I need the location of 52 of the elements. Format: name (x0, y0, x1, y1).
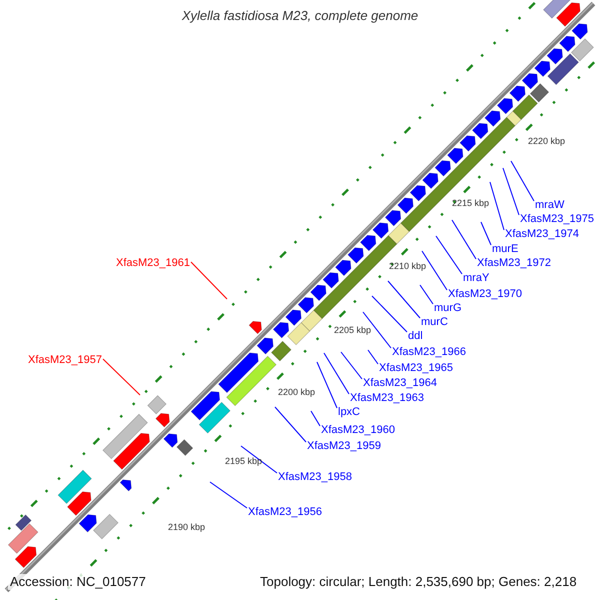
scale-label: 2190 kbp (168, 522, 206, 532)
leader-line (210, 482, 248, 508)
gene-label: XfasM23_1964 (363, 376, 437, 390)
leader-line (422, 250, 448, 290)
gene-label: XfasM23_1959 (307, 440, 381, 452)
gene-label: murG (434, 302, 462, 314)
scale-label: 2195 kbp (225, 456, 262, 466)
info-text: Accession: NC_010577 (8, 574, 148, 590)
leader-line (324, 352, 350, 394)
gene-label: XfasM23_1963 (350, 392, 424, 404)
gene-label: mraW (535, 198, 564, 212)
gene-label: XfasM23_1974 (505, 228, 579, 240)
leader-line (190, 262, 228, 300)
leader-line (310, 410, 320, 426)
title: Xylella fastidiosa M23, complete genome (180, 8, 420, 23)
gene-label: XfasM23_1956 (248, 506, 322, 518)
scale-label: 2220 kbp (528, 136, 566, 146)
gene-label: XfasM23_1972 (477, 256, 551, 270)
gene-label: mraY (463, 272, 490, 284)
scale-label: 2215 kbp (452, 198, 490, 208)
leader-line (102, 358, 140, 396)
gene-label: XfasM23_1965 (379, 362, 453, 374)
gene-label: XfasM23_1975 (520, 212, 594, 226)
leader-line (362, 312, 392, 348)
leader-line (240, 446, 278, 474)
leader-line (340, 352, 362, 380)
leader-line (436, 236, 462, 274)
gene-label: murE (492, 242, 518, 256)
gene-label: XfasM23_1970 (448, 288, 522, 300)
leader-line (480, 222, 492, 246)
leader-line (368, 350, 378, 364)
leader-line (502, 168, 520, 216)
leader-line (388, 280, 420, 318)
leader-line (452, 220, 476, 260)
scale-label: 2200 kbp (278, 386, 316, 398)
gene-label: lpxC (338, 406, 360, 418)
leader-line (316, 362, 338, 408)
gene-label: XfasM23_1958 (278, 470, 352, 484)
gene-label: XfasM23_1960 (321, 424, 395, 436)
scale-label: 2205 kbp (334, 324, 372, 336)
info-text: Topology: circular; Length: 2,535,690 bp; Genes: 2,218 (258, 574, 579, 590)
leader-line (420, 284, 434, 304)
leader-line (372, 296, 408, 332)
gene-label: XfasM23_1966 (392, 346, 466, 358)
leader-line (490, 182, 504, 230)
scale-label: 2210 kbp (389, 260, 426, 272)
gene-label: XfasM23_1957 (28, 354, 102, 366)
gene-label: ddl (408, 330, 423, 342)
gene-label: murC (421, 316, 448, 328)
leader-line (274, 406, 306, 442)
gene-label: XfasM23_1961 (116, 256, 190, 270)
leader-line (510, 160, 534, 202)
